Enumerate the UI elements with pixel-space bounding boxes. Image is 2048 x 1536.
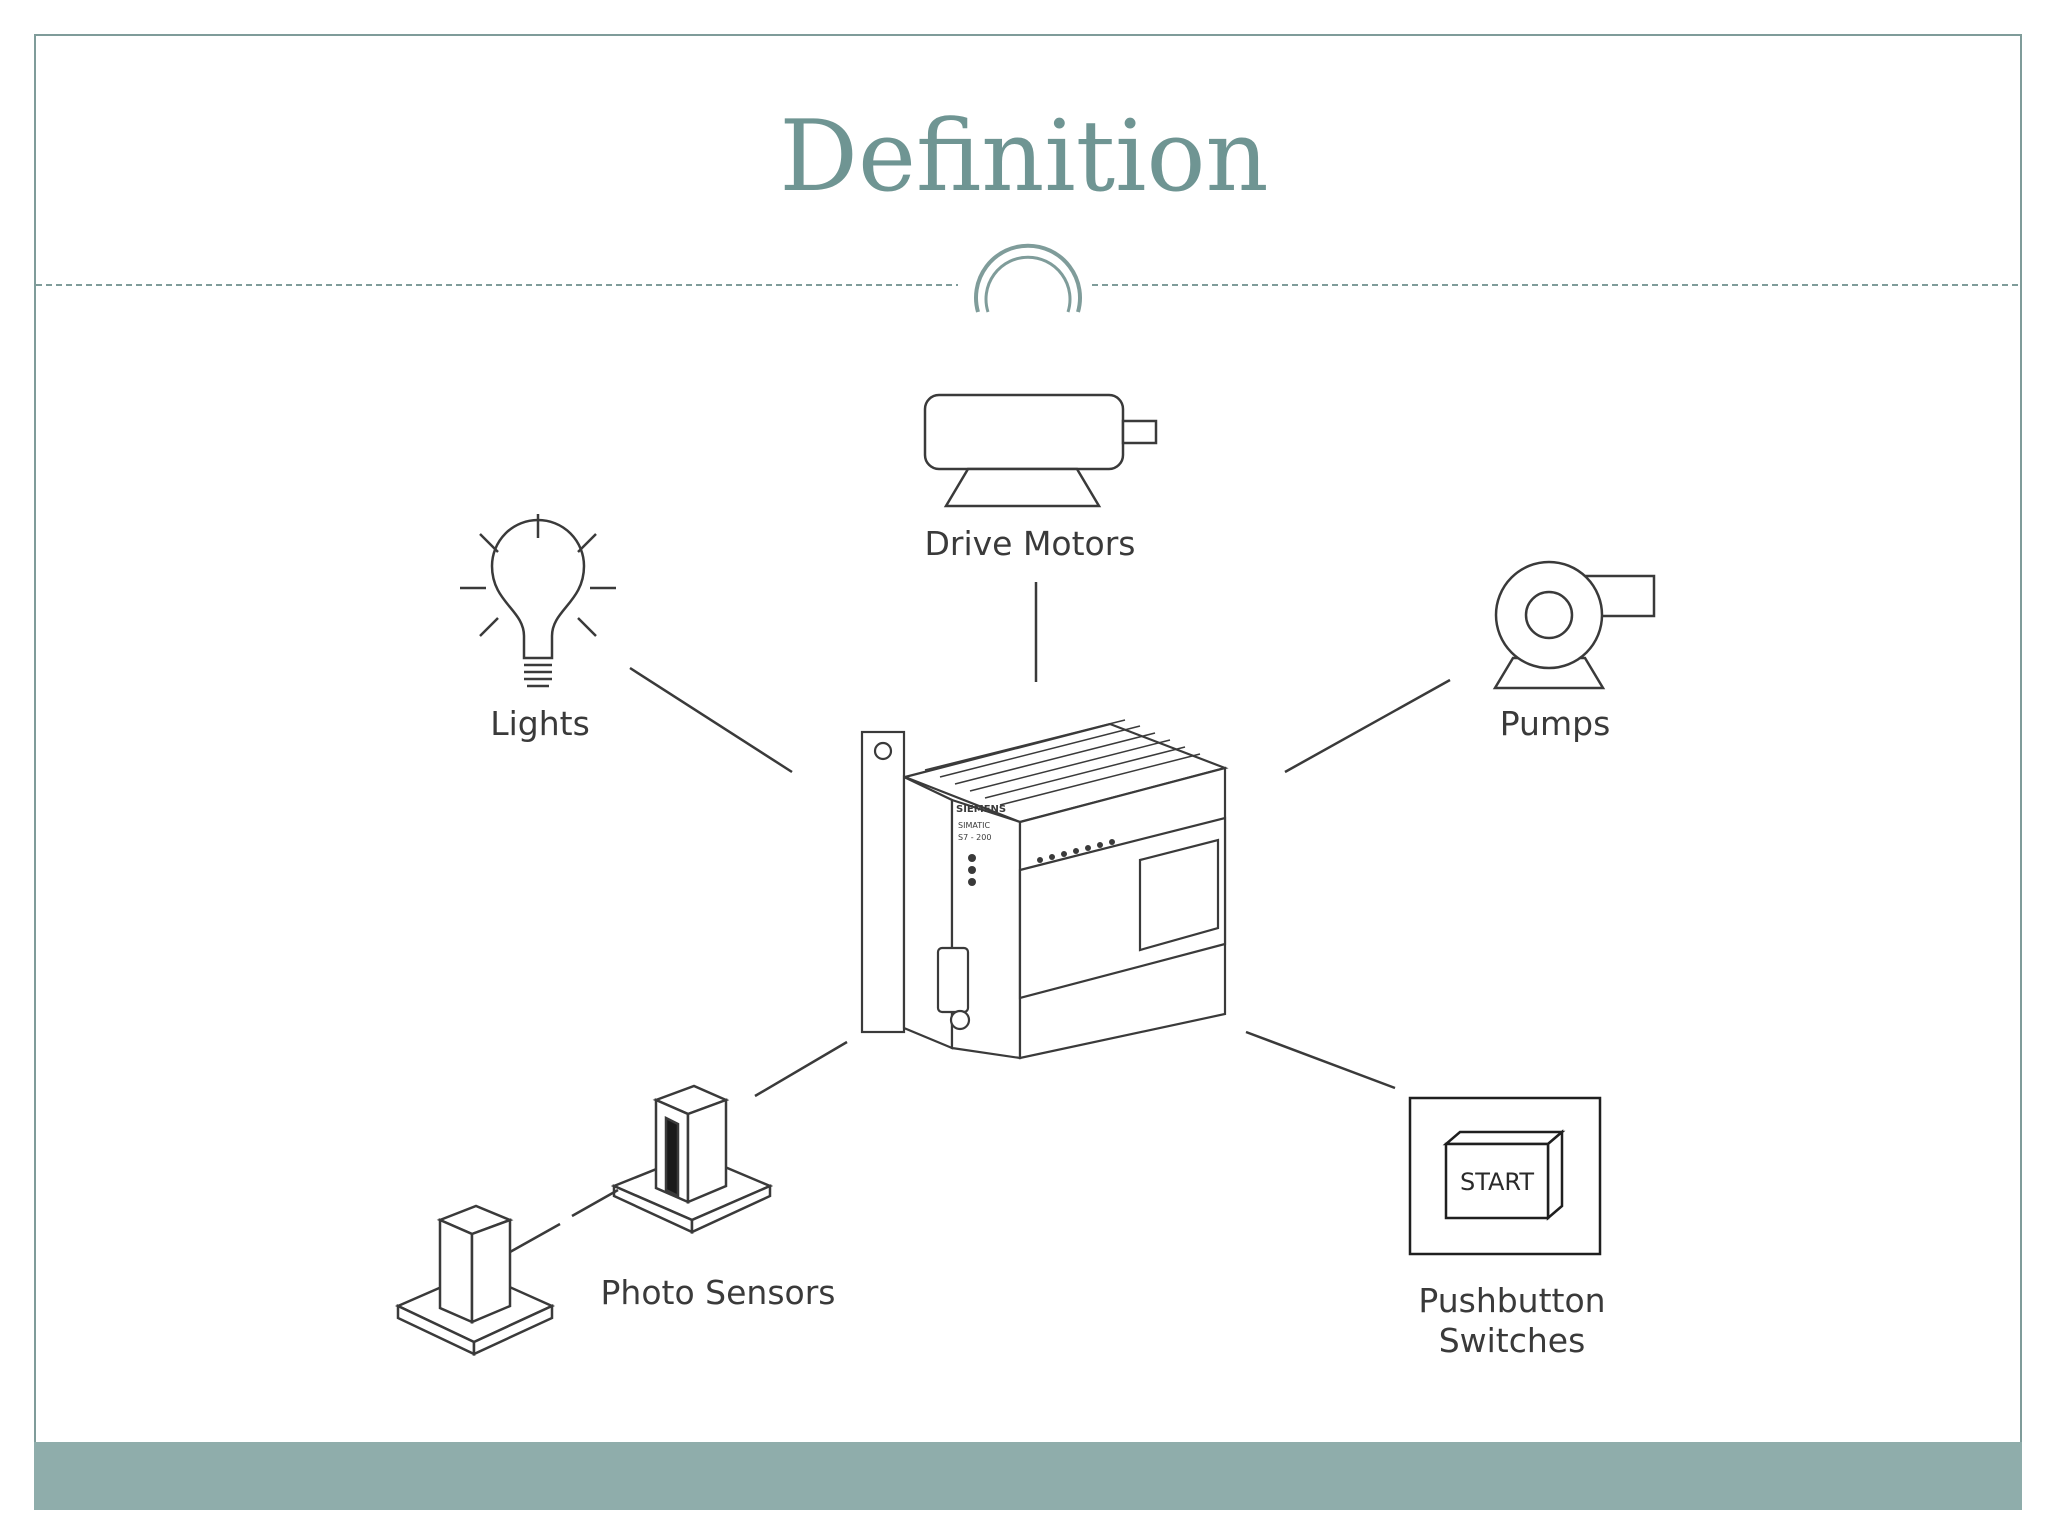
label-lights: Lights bbox=[490, 704, 590, 743]
label-pumps: Pumps bbox=[1500, 704, 1611, 743]
light-bulb-icon bbox=[460, 514, 616, 688]
photo-sensor-receiver-icon bbox=[610, 1084, 774, 1234]
connector-pushbutton bbox=[1245, 1030, 1396, 1090]
slide-title: Definition bbox=[779, 100, 1269, 214]
photo-sensor-emitter-icon bbox=[394, 1204, 556, 1356]
label-drive-motors: Drive Motors bbox=[924, 524, 1135, 563]
connector-lights bbox=[629, 666, 793, 774]
pushbutton-switch-icon bbox=[1408, 1096, 1602, 1256]
label-pushbutton-line1: Pushbutton bbox=[1418, 1281, 1605, 1320]
connector-lines bbox=[629, 582, 1451, 1098]
label-photo-sensors: Photo Sensors bbox=[601, 1273, 836, 1312]
drive-motor-icon bbox=[923, 393, 1158, 508]
start-button-label: START bbox=[1460, 1168, 1534, 1196]
sensor-beam-line bbox=[509, 1188, 619, 1254]
label-pushbutton-line2: Switches bbox=[1439, 1321, 1586, 1360]
header-divider bbox=[36, 243, 2020, 313]
connector-pumps bbox=[1284, 678, 1451, 774]
plc-brand-label: SIEMENS bbox=[956, 804, 1006, 815]
connector-sensors bbox=[754, 1040, 848, 1098]
pump-icon bbox=[1492, 560, 1656, 690]
plc-controller-icon bbox=[860, 719, 1229, 1060]
footer-bar bbox=[34, 1442, 2022, 1510]
plc-model-line2: S7 - 200 bbox=[958, 833, 991, 842]
plc-model-line1: SIMATIC bbox=[958, 821, 990, 830]
